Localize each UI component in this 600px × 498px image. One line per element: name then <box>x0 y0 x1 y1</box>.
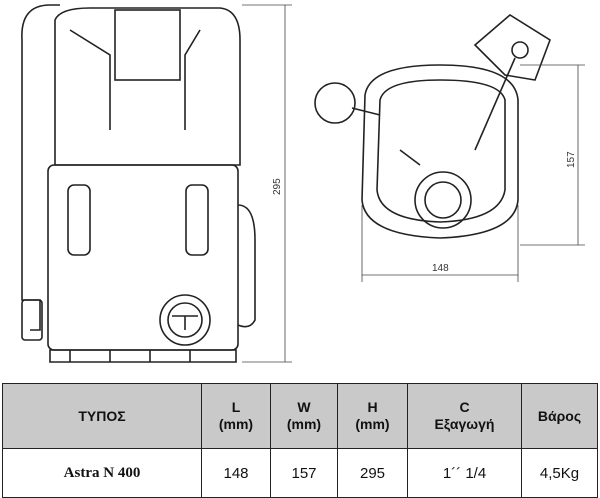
cell-outlet: 1´´ 1/4 <box>407 448 522 498</box>
cell-weight: 4,5Kg <box>521 448 598 498</box>
table-row: Astra N 400 148 157 295 1´´ 1/4 4,5Kg <box>2 448 598 498</box>
height-dimension-label: 295 <box>272 178 283 195</box>
width-dimension <box>520 64 585 246</box>
length-dimension-label: 148 <box>432 263 449 274</box>
cell-length: 148 <box>201 448 271 498</box>
header-weight: Βάρος <box>521 383 598 449</box>
header-unit: (mm) <box>286 416 322 432</box>
header-unit: Εξαγωγή <box>434 416 495 432</box>
header-label: ΤΥΠΟΣ <box>78 407 126 424</box>
cell-model: Astra N 400 <box>2 448 202 498</box>
pump-top-view <box>314 14 551 239</box>
header-unit: (mm) <box>355 416 390 432</box>
pump-front-view <box>21 4 256 363</box>
header-unit: (mm) <box>218 416 254 432</box>
width-dimension-label: 157 <box>566 151 577 168</box>
header-label: W <box>297 399 311 415</box>
header-label: C <box>459 399 470 415</box>
header-width: W(mm) <box>270 383 338 449</box>
header-type: ΤΥΠΟΣ <box>2 383 202 449</box>
cell-width: 157 <box>270 448 338 498</box>
cell-height: 295 <box>337 448 408 498</box>
length-dimension <box>361 205 519 282</box>
height-dimension <box>242 4 292 363</box>
header-height: H(mm) <box>337 383 408 449</box>
header-label: Βάρος <box>537 407 582 424</box>
header-length: L(mm) <box>201 383 271 449</box>
header-label: H <box>367 399 378 415</box>
pump-technical-drawing: 295 157 148 <box>21 4 585 363</box>
header-label: L <box>231 399 241 415</box>
